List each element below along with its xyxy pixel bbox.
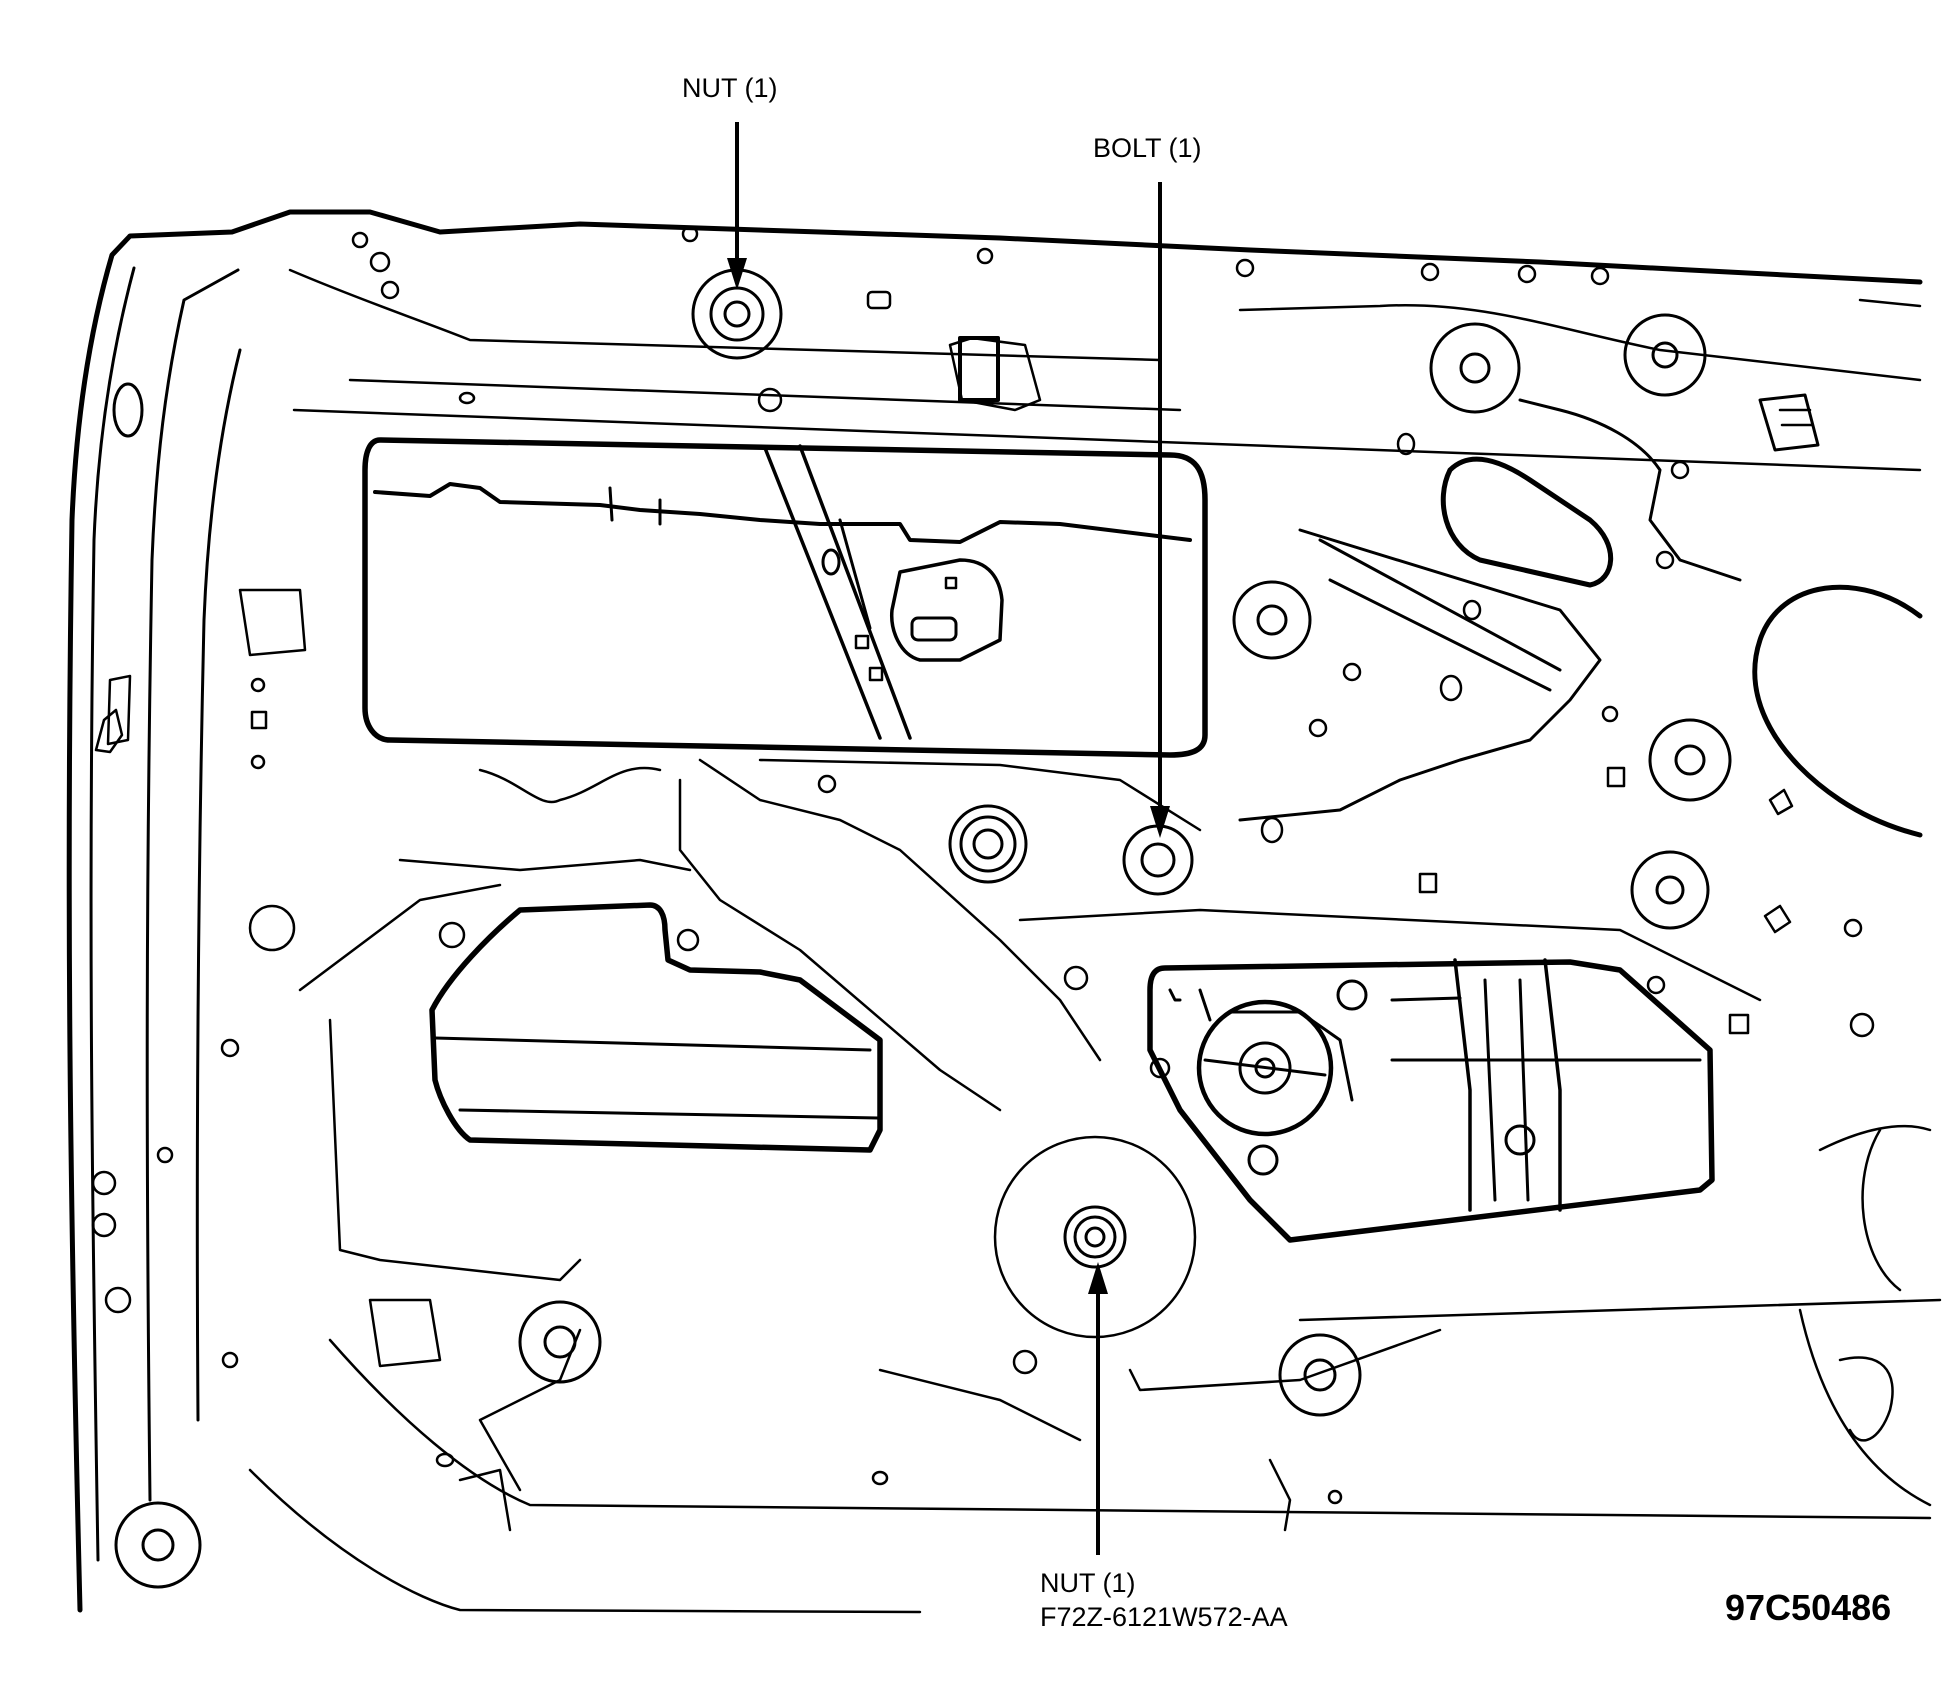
right-side-cutouts — [1238, 393, 1923, 838]
figure-id: 97C50486 — [1725, 1587, 1892, 1628]
bolt-callout: BOLT (1) — [1093, 133, 1202, 163]
bottom-nut-callout: NUT (1) — [1040, 1568, 1136, 1598]
bottom-nut-part-number: F72Z-6121W572-AA — [1040, 1602, 1288, 1632]
callout-arrows — [727, 122, 1170, 1555]
mounting-holes — [91, 225, 1875, 1589]
upper-window-opening — [362, 437, 1208, 758]
lower-right-opening — [1147, 958, 1715, 1243]
lower-left-opening — [298, 883, 883, 1282]
top-nut-callout: NUT (1) — [682, 73, 778, 103]
panel-contours — [94, 336, 1932, 1532]
door-panel-outline — [66, 209, 1942, 1614]
